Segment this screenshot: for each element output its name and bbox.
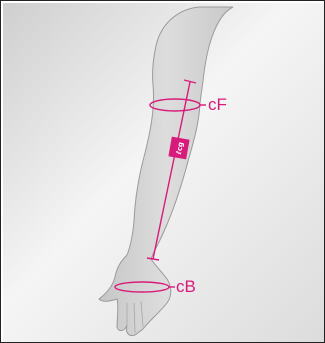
cf-label: cF (208, 95, 227, 114)
cb-label: cB (176, 277, 196, 296)
length-badge: ℓcg (168, 137, 189, 160)
arm-measurement-diagram: cF cB ℓcg (3, 3, 324, 342)
